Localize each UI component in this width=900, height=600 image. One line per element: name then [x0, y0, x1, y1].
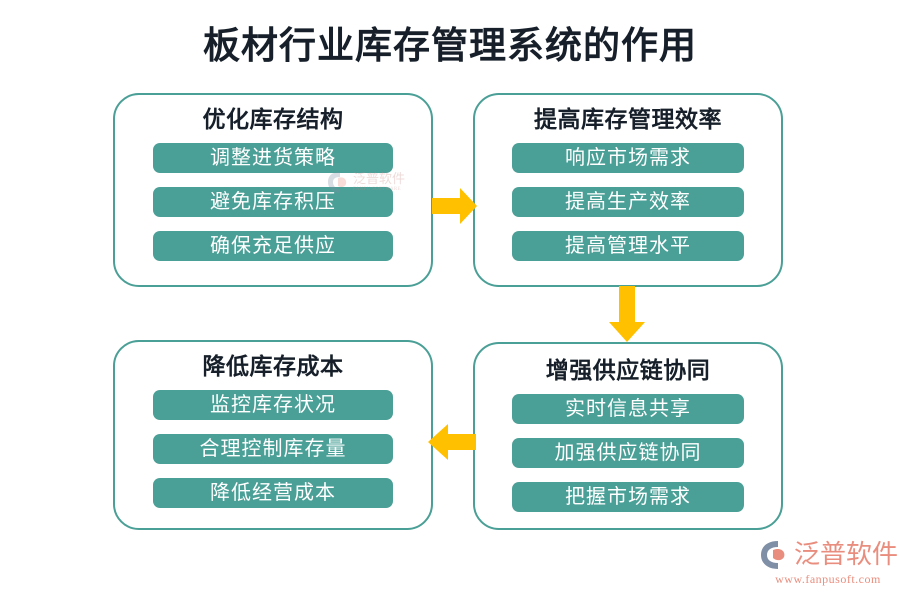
- brand-name: 泛普软件: [794, 540, 899, 569]
- panel-reduce-inventory-cost: 降低库存成本 监控库存状况 合理控制库存量 降低经营成本: [113, 340, 433, 530]
- list-item[interactable]: 实时信息共享: [512, 394, 744, 424]
- panel-heading: 降低库存成本: [202, 354, 344, 379]
- list-item[interactable]: 降低经营成本: [153, 478, 393, 508]
- panel-heading: 增强供应链协同: [545, 358, 711, 383]
- list-item[interactable]: 确保充足供应: [153, 231, 393, 261]
- list-item[interactable]: 避免库存积压: [153, 187, 393, 217]
- list-item[interactable]: 监控库存状况: [153, 390, 393, 420]
- panel-heading: 优化库存结构: [202, 107, 344, 132]
- list-item[interactable]: 提高生产效率: [512, 187, 744, 217]
- page-title: 板材行业库存管理系统的作用: [203, 26, 697, 67]
- arrow-right-icon: [432, 188, 477, 224]
- panel-heading: 提高库存管理效率: [534, 107, 722, 132]
- panel-optimize-inventory-structure: 优化库存结构 调整进货策略 避免库存积压 确保充足供应: [113, 93, 433, 287]
- panel-item-list: 监控库存状况 合理控制库存量 降低经营成本: [115, 390, 431, 508]
- list-item[interactable]: 响应市场需求: [512, 143, 744, 173]
- list-item[interactable]: 合理控制库存量: [153, 434, 393, 464]
- panel-enhance-supply-chain: 增强供应链协同 实时信息共享 加强供应链协同 把握市场需求: [473, 342, 783, 530]
- panel-item-list: 实时信息共享 加强供应链协同 把握市场需求: [475, 394, 781, 512]
- brand-logo: 泛普软件 www.fanpusoft.com: [761, 540, 898, 590]
- brand-row: 泛普软件: [758, 540, 898, 570]
- list-item[interactable]: 提高管理水平: [512, 231, 744, 261]
- panel-improve-inventory-efficiency: 提高库存管理效率 响应市场需求 提高生产效率 提高管理水平: [473, 93, 783, 287]
- fanpu-swoosh-icon: [761, 541, 785, 569]
- arrow-left-icon: [428, 424, 476, 460]
- list-item[interactable]: 把握市场需求: [512, 482, 744, 512]
- panel-item-list: 响应市场需求 提高生产效率 提高管理水平: [475, 143, 781, 261]
- panel-item-list: 调整进货策略 避免库存积压 确保充足供应: [115, 143, 431, 261]
- arrow-down-icon: [609, 286, 645, 342]
- list-item[interactable]: 加强供应链协同: [512, 438, 744, 468]
- brand-url: www.fanpusoft.com: [775, 572, 881, 586]
- list-item[interactable]: 调整进货策略: [153, 143, 393, 173]
